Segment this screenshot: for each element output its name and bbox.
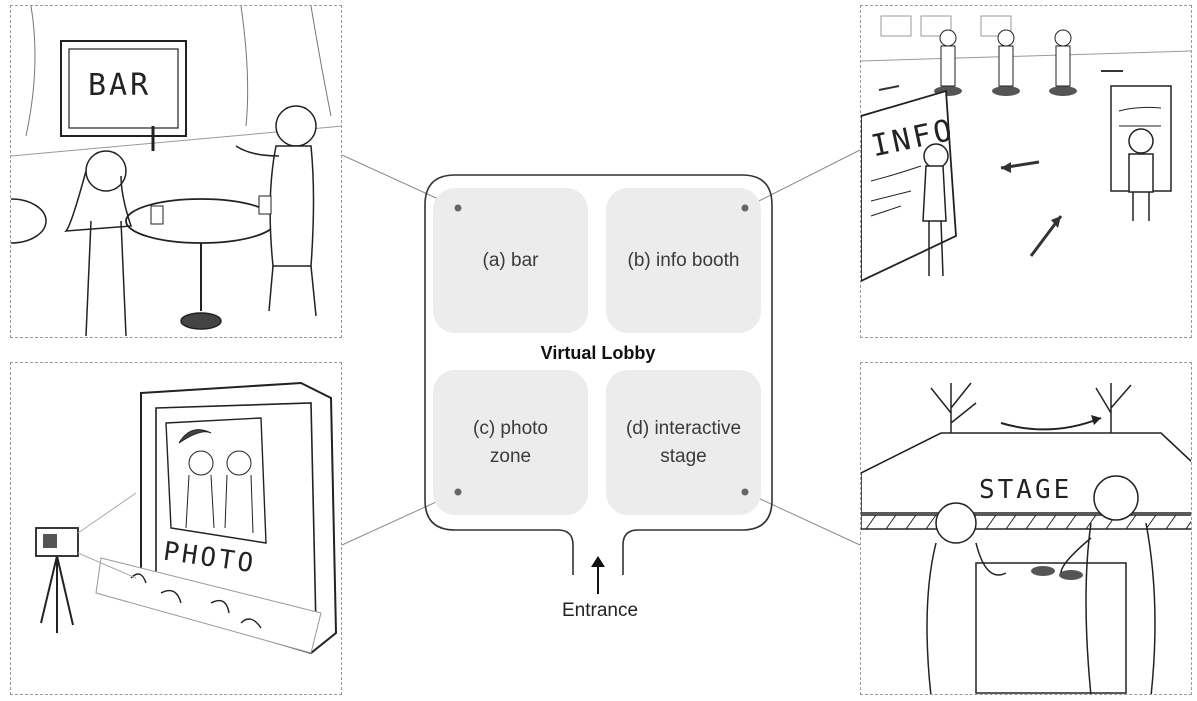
bar-illustration: BAR	[10, 5, 342, 338]
photo-zone-illustration: PHOTO	[10, 362, 342, 695]
entrance-label: Entrance	[561, 600, 639, 621]
bar-sign: BAR	[88, 68, 152, 103]
zone-photo-zone: (c) photo zone	[433, 370, 588, 515]
zone-bar-label: (a) bar	[482, 249, 539, 271]
stage-sketch	[861, 382, 1191, 694]
bar-sketch	[11, 6, 341, 337]
zone-interactive-stage: (d) interactive stage	[606, 370, 761, 515]
zone-info-booth-label: (b) info booth	[627, 249, 740, 271]
connector-info	[744, 149, 861, 209]
entrance-arrow-head	[591, 556, 605, 567]
interactive-stage-illustration: STAGE	[860, 362, 1192, 695]
zone-photo-zone-label: (c) photo zone	[473, 417, 548, 467]
zone-info-booth: (b) info booth	[606, 188, 761, 333]
photo-sketch	[35, 381, 338, 655]
zone-interactive-stage-label: (d) interactive stage	[625, 417, 742, 467]
info-sketch	[861, 15, 1191, 282]
lobby-title: Virtual Lobby	[540, 343, 656, 363]
info-booth-illustration: INFO	[860, 5, 1192, 338]
lobby-outline	[424, 174, 773, 575]
stage-sign: STAGE	[979, 475, 1073, 505]
zone-bar: (a) bar	[433, 188, 588, 333]
connector-stage	[744, 491, 861, 546]
